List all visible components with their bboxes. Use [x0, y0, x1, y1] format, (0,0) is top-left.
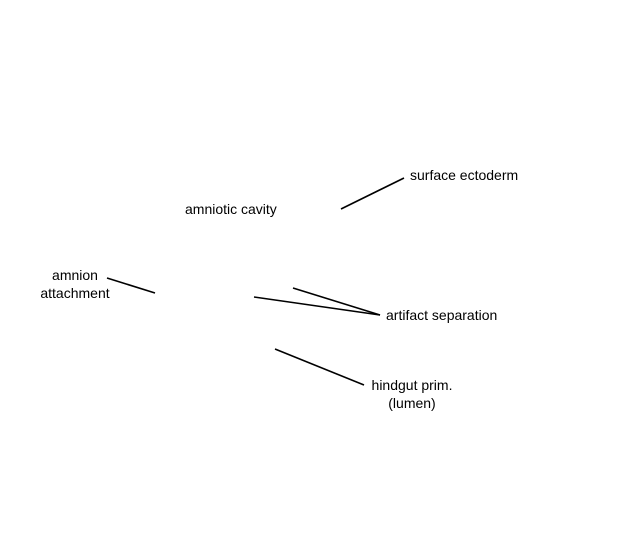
leader-artifact-separation-upper — [292, 287, 381, 316]
leader-artifact-separation-lower — [253, 296, 381, 316]
label-amnion-attachment-line1: amnion — [52, 267, 98, 283]
label-amniotic-cavity: amniotic cavity — [185, 201, 277, 217]
leader-surface-ectoderm — [340, 177, 405, 210]
leader-amnion-attachment — [106, 277, 156, 294]
label-hindgut-line1: hindgut prim. — [372, 377, 453, 393]
label-hindgut-line2: (lumen) — [388, 395, 435, 411]
label-artifact-separation: artifact separation — [386, 307, 497, 323]
label-amnion-attachment-line2: attachment — [40, 285, 109, 301]
leader-hindgut — [274, 348, 365, 386]
label-surface-ectoderm: surface ectoderm — [410, 167, 518, 183]
